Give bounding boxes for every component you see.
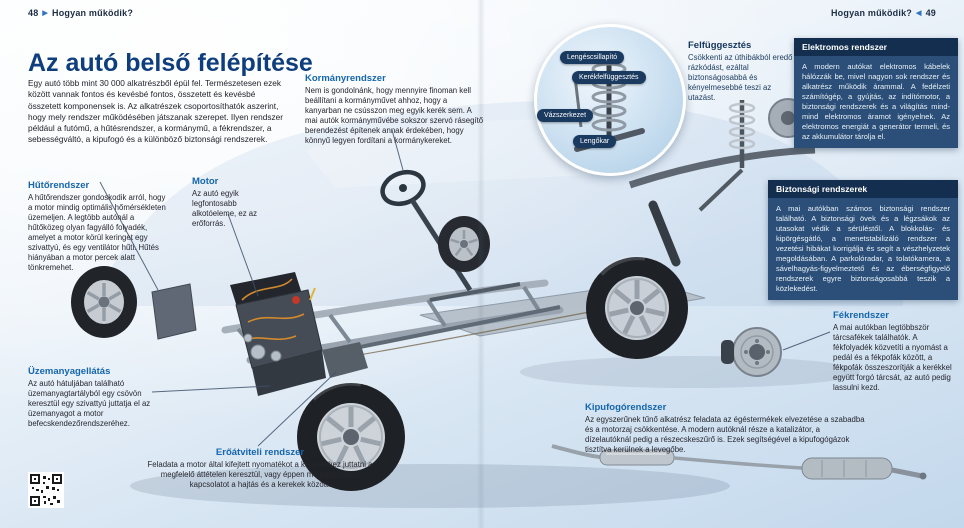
infobox-electrical-system: Elektromos rendszer A modern autókat ele… [794,38,958,148]
book-title-left: Hogyan működik? [52,8,134,18]
section-brake-system: Fékrendszer A mai autókban legtöbbször t… [833,310,957,393]
label-control-arm: Lengőkar [573,135,617,148]
section-body-steering: Nem is gondolnánk, hogy mennyire finoman… [305,86,484,145]
wheel-front-far [71,266,137,338]
section-body-brake: A mai autókban legtöbbször tárcsafékek t… [833,323,952,392]
section-body-engine: Az autó egyik legfontosabb alkotóeleme, … [192,189,258,228]
intro-paragraph: Egy autó több mint 30 000 alkatrészből é… [28,78,284,145]
section-title-fuel: Üzemanyagellátás [28,366,111,377]
label-frame-structure: Vázszerkezet [537,109,594,122]
infobox-body-safety: A mai autókban számos biztonsági rendsze… [768,198,958,300]
infobox-body-electrical: A modern autókat elektromos kábelek háló… [794,56,958,148]
book-title-right: Hogyan működik? [830,8,912,18]
coil-spring-2 [728,102,756,150]
section-fuel-supply: Üzemanyagellátás Az autó hátuljában talá… [28,366,154,429]
section-body-fuel: Az autó hátuljában található üzemanyagta… [28,379,151,428]
page-header-left: 48▶Hogyan működik? [28,8,133,18]
section-suspension: Felfüggesztés Csökkenti az úthibákból er… [688,40,798,103]
ground-shadow [130,464,730,508]
page-number-right: 49 [925,8,936,18]
muffler [801,457,893,480]
section-title-brake: Fékrendszer [833,310,889,321]
infobox-title-safety: Biztonsági rendszerek [768,180,958,198]
gearbox [322,342,368,378]
drive-shaft [334,305,561,354]
section-title-suspension: Felfüggesztés [688,40,752,51]
section-exhaust-system: Kipufogórendszer Az egyszerűnek tűnő alk… [585,402,865,455]
page-fold-seam [477,0,485,528]
leader-lines [99,129,831,447]
arrow-left-icon: ◀ [915,10,922,17]
fuel-line [329,309,601,361]
qr-code [28,472,64,508]
ground-shadow-rear [520,356,860,388]
brake-caliper [721,340,734,364]
label-wheel-suspension: Kerékfelfüggesztés [572,71,646,84]
engine-block [151,272,368,396]
section-body-suspension: Csökkenti az úthibákból eredő rázkódást,… [688,53,793,102]
page-number-left: 48 [28,8,39,18]
radiator [151,283,197,340]
infobox-title-electrical: Elektromos rendszer [794,38,958,56]
brake-disc [721,327,782,377]
section-title-drivetrain: Erőátviteli rendszer [215,447,305,458]
wheel-rear-far [438,216,490,272]
section-body-drivetrain: Feladata a motor által kifejtett nyomaté… [147,460,373,489]
arrow-right-icon: ▶ [42,10,49,17]
axle-beam [628,146,816,189]
wheel-front-near [297,380,405,491]
section-title-exhaust: Kipufogórendszer [585,402,667,413]
section-drivetrain: Erőátviteli rendszer Feladata a motor ál… [140,447,380,490]
section-steering-system: Kormányrendszer Nem is gondolnánk, hogy … [305,73,485,146]
page-title: Az autó belső felépítése [28,48,313,77]
section-title-engine: Motor [192,176,219,187]
label-shock-absorber: Lengéscsillapító [560,51,625,64]
wheel-rear-near [586,255,688,359]
suspension-inset-drawing [573,51,645,152]
section-engine: Motor Az autó egyik legfontosabb alkotóe… [192,176,282,229]
infobox-safety-systems: Biztonsági rendszerek A mai autókban szá… [768,180,958,300]
section-title-cooling: Hűtőrendszer [28,180,90,191]
section-body-cooling: A hűtőrendszer gondoskodik arról, hogy a… [28,193,166,272]
trailing-arm [648,200,681,267]
exhaust-system [551,444,927,480]
page-header-right: Hogyan működik?◀49 [831,8,936,18]
section-cooling-system: Hűtőrendszer A hűtőrendszer gondoskodik … [28,180,168,273]
section-body-exhaust: Az egyszerűnek tűnő alkatrész feladata a… [585,415,865,454]
section-title-steering: Kormányrendszer [305,73,386,84]
suspension-inset-circle [534,24,686,176]
tailpipe [891,467,923,479]
steering-rack [429,282,521,302]
